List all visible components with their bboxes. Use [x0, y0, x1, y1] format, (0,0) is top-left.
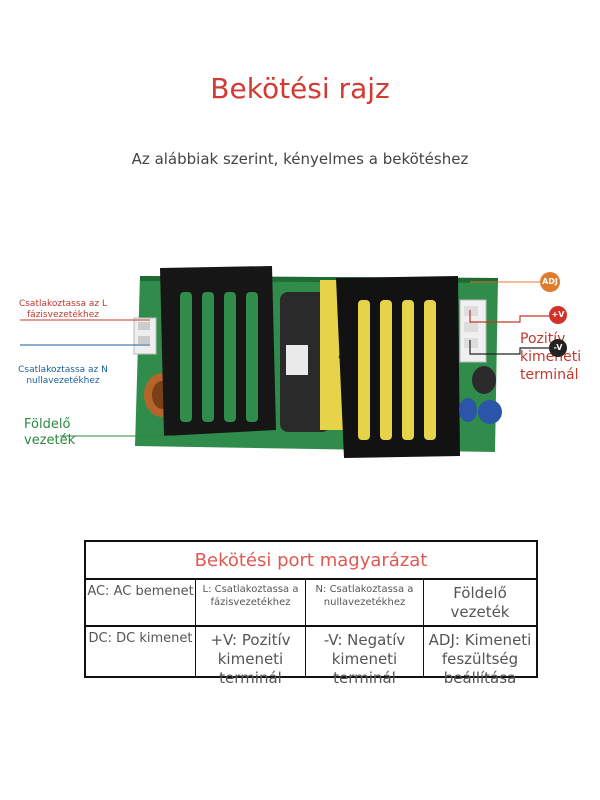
label-earth-wire: Földelő vezeték	[24, 417, 76, 449]
label-l-phase: Csatlakoztassa az L fázisvezetékhez	[18, 299, 108, 321]
page-subtitle: Az alábbiak szerint, kényelmes a bekötés…	[131, 150, 469, 168]
badge-positive: +V	[549, 306, 567, 324]
table-cell: AC: AC bemenet	[86, 580, 196, 627]
table-cell: ADJ: Kimeneti feszültség beállítása	[428, 631, 532, 687]
table-cell: DC: DC kimenet	[86, 627, 196, 676]
label-n-neutral: Csatlakoztassa az N nullavezetékhez	[18, 365, 108, 387]
wire-neg	[469, 340, 549, 355]
power-supply-board-photo: Pehicon	[20, 266, 549, 458]
page-title: Bekötési rajz	[210, 72, 390, 105]
label-positive-output: Pozitív kimeneti terminál	[520, 331, 582, 384]
table-cell: -V: Negatív kimeneti terminál	[306, 627, 424, 687]
port-explanation-table: Bekötési port magyarázat AC: AC bemenet …	[84, 540, 538, 687]
heatsink-cover-right	[336, 276, 460, 458]
badge-adj: ADJ	[540, 272, 560, 292]
heatsink-cover-left	[160, 266, 276, 436]
badge-negative: -V	[549, 339, 567, 357]
table-header: Bekötési port magyarázat	[86, 542, 536, 580]
table-cell: N: Csatlakoztassa a nullavezetékhez	[306, 580, 424, 627]
table-cell: Földelő vezeték	[424, 580, 536, 627]
table-cell: L: Csatlakoztassa a fázisvezetékhez	[196, 580, 306, 627]
wire-pos	[469, 310, 549, 323]
table-cell: +V: Pozitív kimeneti terminál	[196, 627, 306, 687]
